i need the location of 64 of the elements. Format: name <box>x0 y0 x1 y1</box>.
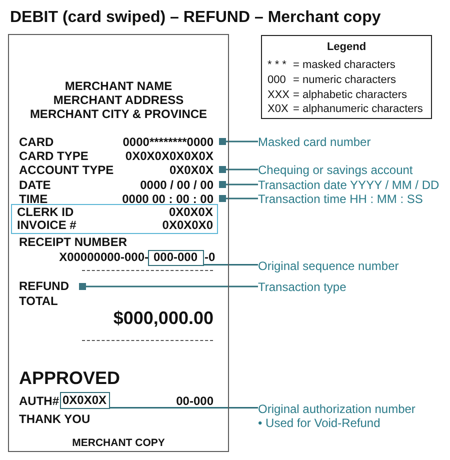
highlight-box <box>148 250 204 266</box>
approval-status: APPROVED <box>19 368 120 388</box>
square-marker-icon <box>218 195 226 202</box>
field-value: 00-000 <box>176 394 214 408</box>
title: DEBIT (card swiped) – REFUND – Merchant copy <box>10 8 381 28</box>
field-value: 0X0X0X <box>169 162 214 176</box>
leader-line <box>204 264 258 266</box>
field-value: X00000000-000- <box>59 250 148 264</box>
legend-sample: 000 <box>268 74 286 87</box>
field-label: AUTH# <box>19 394 60 408</box>
leader-line <box>110 407 258 408</box>
legend-title: Legend <box>326 41 366 54</box>
annotation-text: Transaction time HH : MM : SS <box>258 192 423 206</box>
square-marker-icon <box>218 181 226 188</box>
field-value: 0000 / 00 / 00 <box>140 178 214 192</box>
annotation-text: Original authorization number <box>258 402 416 416</box>
annotation-text: Original sequence number <box>258 258 399 272</box>
legend-description: = masked characters <box>293 59 396 72</box>
field-value: 0000 00 : 00 : 00 <box>122 192 214 206</box>
field-label: CARD TYPE <box>19 148 88 162</box>
total-amount: $000,000.00 <box>113 308 214 328</box>
field-value: 0X0X0X0 <box>162 219 213 232</box>
transaction-type-text: REFUND <box>19 278 69 292</box>
leader-line <box>226 198 258 200</box>
highlight-box <box>10 204 218 234</box>
square-marker-icon <box>218 166 226 173</box>
leader-line <box>226 140 258 142</box>
field-label: RECEIPT NUMBER <box>19 234 128 248</box>
field-label: TIME <box>19 192 48 206</box>
header-text: MERCHANT CITY & PROVINCE <box>30 106 208 120</box>
field-label: ACCOUNT TYPE <box>19 162 114 176</box>
leader-line <box>226 168 258 170</box>
annotation-text: Chequing or savings account <box>258 163 413 177</box>
legend-box <box>261 35 432 119</box>
square-marker-icon <box>78 283 86 290</box>
field-value: 0000********0000 <box>122 134 214 148</box>
receipt <box>8 34 229 452</box>
field-label: CARD <box>19 134 54 148</box>
footer-text: THANK YOU <box>19 412 90 426</box>
legend-sample: X0X <box>268 103 288 116</box>
legend-sample: * * * <box>268 59 286 72</box>
field-value: 0X0X0X <box>168 206 213 219</box>
header-text: MERCHANT ADDRESS <box>53 92 184 106</box>
leader-line <box>226 184 258 186</box>
annotation-text: Transaction date YYYY / MM / DD <box>258 178 440 192</box>
legend-description: = numeric characters <box>293 74 396 87</box>
copy-label: MERCHANT COPY <box>72 436 165 450</box>
field-value: 000-000 <box>153 250 198 264</box>
legend-sample: XXX <box>268 89 290 102</box>
square-marker-icon <box>218 138 226 145</box>
annotation-text: Masked card number <box>258 135 371 149</box>
header-text: MERCHANT NAME <box>64 78 172 92</box>
field-label: CLERK ID <box>17 206 74 219</box>
field-value: -0 <box>204 250 216 264</box>
field-value: 0X0X0X0X0X0X <box>125 148 214 162</box>
leader-line <box>86 286 258 288</box>
field-label: INVOICE # <box>17 219 76 232</box>
field-label: DATE <box>19 178 51 192</box>
bullet-note: • Used for Void-Refund <box>258 416 382 430</box>
legend-description: = alphabetic characters <box>293 89 408 102</box>
annotation-text: Transaction type <box>258 280 346 294</box>
field-label: TOTAL <box>19 294 58 308</box>
legend-description: = alphanumeric characters <box>293 103 423 116</box>
field-value: 0X0X0X <box>62 392 107 406</box>
